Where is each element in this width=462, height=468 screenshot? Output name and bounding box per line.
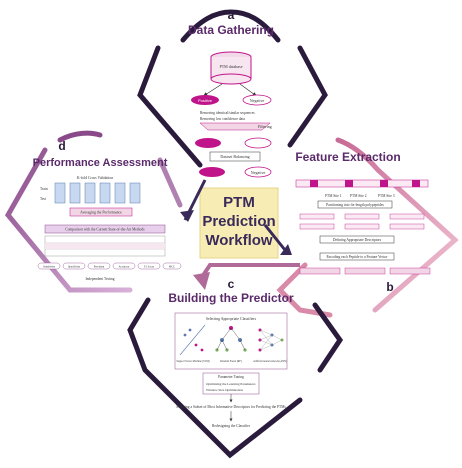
tuning-item-2: Window Size Optimization — [206, 388, 243, 392]
tuning-item-1: Optimizing the Learning Parameters — [206, 382, 256, 386]
test-label: Test — [40, 197, 46, 201]
feature-vectors — [299, 267, 431, 275]
filter-bullet-2: Removing low confidence data — [200, 117, 245, 121]
balancing-box — [209, 151, 261, 162]
panel-d: d Performance Assessment K-fold Cross Va… — [33, 139, 182, 281]
comparison-box — [44, 224, 166, 234]
negative-label: Negative — [250, 98, 265, 103]
tuning-title: Parameter Tuning — [218, 375, 244, 379]
site-label-2: PTM Site 2 — [350, 194, 367, 198]
encoding-box — [319, 252, 395, 261]
arrow-b-to-c — [198, 263, 300, 282]
svm-icon — [179, 324, 206, 356]
negative-node-2 — [244, 137, 272, 149]
arrowhead-b — [193, 272, 210, 290]
site-label-3: PTM Site 3 — [378, 194, 395, 198]
panel-d-letter: d — [58, 139, 65, 153]
rf-label: Random Forest (RF) — [220, 360, 242, 363]
db-label: PTM database — [220, 64, 243, 69]
database-icon: PTM database — [210, 51, 252, 85]
panel-d-frame — [4, 130, 183, 293]
panel-a-frame — [137, 9, 328, 168]
site-label-1: PTM Site 1 — [325, 194, 342, 198]
center-box-bg — [199, 187, 279, 259]
panel-a-letter: a — [228, 8, 235, 22]
descriptor-label: Defining Appropriate Descriptors — [333, 238, 382, 242]
train-label: Train — [40, 187, 48, 191]
panel-d-title: Performance Assessment — [33, 157, 168, 169]
center-line1: PTM — [223, 194, 255, 211]
averaging-box — [69, 207, 133, 217]
filtering-label: Filtering — [258, 124, 272, 129]
panel-a-title: Data Gathering — [188, 23, 274, 37]
center-line3: Workflow — [205, 232, 273, 249]
redesign-label: Redesigning the Classifier — [212, 424, 251, 428]
svm-label: Support Vector Machine (SVM) — [176, 360, 209, 363]
ann-icon — [258, 328, 284, 352]
results-table — [44, 235, 166, 257]
panel-b-frame — [276, 137, 459, 318]
metric-3: Precision — [94, 265, 105, 268]
filter-bullet-1: Removing identical/similar sequences — [200, 111, 255, 115]
arrowhead-a — [280, 244, 292, 255]
cv-label: K-fold Cross Validation — [77, 176, 113, 180]
panel-b-letter: b — [386, 280, 393, 294]
center-box: PTM Prediction Workflow — [199, 187, 279, 259]
peptide-rows — [299, 213, 425, 230]
comparison-label: Comparison with the Current State-of-the… — [65, 228, 145, 232]
sequence-strip — [295, 179, 429, 188]
partition-box — [317, 200, 393, 209]
classifier-box — [174, 312, 288, 370]
metric-5: F1 Score — [144, 265, 155, 268]
panel-c: c Building the Predictor Selecting Appro… — [168, 277, 294, 428]
cv-folds — [54, 182, 141, 204]
arrowhead-d — [180, 210, 194, 222]
panel-b: Feature Extraction b PTM Site 1 PTM Site… — [295, 150, 431, 294]
descriptor-box — [319, 235, 395, 244]
panel-c-title: Building the Predictor — [168, 291, 294, 305]
independent-testing-label: Independent Testing — [85, 277, 114, 281]
panel-b-title: Feature Extraction — [295, 150, 400, 164]
select-descriptors-label: Selecting a Subset of Most Informative D… — [176, 405, 286, 409]
positive-node-3 — [199, 167, 225, 177]
panel-c-letter: c — [228, 277, 235, 291]
partition-label: Partitioning into fix-length polypeptide… — [326, 203, 384, 207]
metric-6: MCC — [169, 265, 175, 268]
arrow-a-to-b — [263, 224, 287, 251]
center-arrows — [180, 179, 300, 290]
positive-label: Positive — [198, 98, 213, 103]
negative-node — [242, 94, 272, 106]
positive-node — [191, 95, 219, 105]
negative-label-2: Negative — [251, 170, 266, 175]
metric-2: Specificity — [68, 265, 81, 268]
negative-node-3 — [244, 166, 272, 178]
panel-c-frame — [127, 297, 344, 459]
random-forest-icon — [215, 326, 247, 352]
panel-a: a Data Gathering PTM database Positive N… — [188, 8, 274, 178]
encoding-label: Encoding each Peptide to a Feature Vecto… — [326, 255, 388, 259]
metric-4: Accuracy — [119, 265, 130, 268]
balancing-label: Dataset Balancing — [220, 154, 249, 159]
ann-label: Artificial neural network (ANN) — [253, 360, 287, 363]
filter-funnel — [199, 122, 271, 131]
metric-1: Sensitivity — [43, 265, 56, 268]
classifier-box-title: Selecting Appropriate Classifiers — [206, 317, 257, 321]
positive-node-2 — [195, 138, 221, 148]
averaging-label: Averaging the Performance — [80, 211, 122, 215]
metric-pills: Sensitivity Specificity Precision Accura… — [37, 262, 182, 270]
center-line2: Prediction — [202, 213, 275, 230]
